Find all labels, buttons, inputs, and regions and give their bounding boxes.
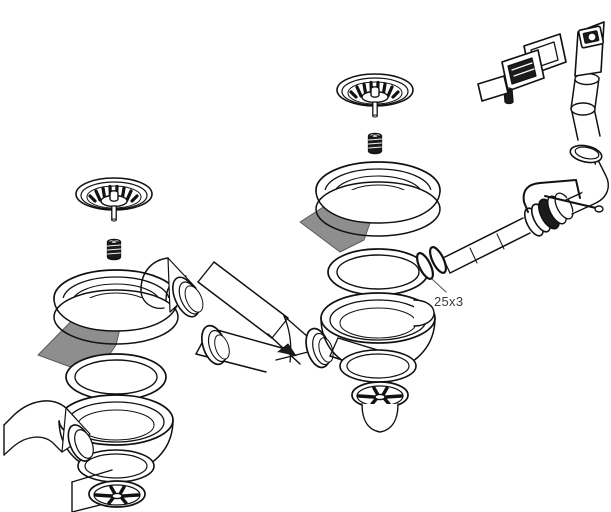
fixing-screw-right [367, 132, 383, 155]
overflow-bracket [522, 179, 604, 213]
elbow-pipe-upper-left [140, 257, 204, 318]
corrugated-connector [523, 192, 574, 237]
overflow-end-cap [477, 75, 509, 102]
overflow-body [574, 21, 605, 77]
spider-grate-left [87, 479, 147, 509]
overflow-elbow [565, 144, 609, 215]
gasket-ring-left [65, 353, 167, 401]
outlet-spigot-right [361, 403, 399, 433]
overflow-pipe-upper [570, 72, 601, 141]
bowl-rim-right [315, 161, 441, 237]
strainer-basket-right [335, 72, 415, 119]
leader-line-25x3 [431, 278, 447, 293]
elbow-pipe-lower-left [3, 400, 94, 462]
pipe-socket-seal-left [200, 324, 230, 366]
gasket-ring-lower-right [339, 349, 417, 383]
oring-size-label: 25x3 [434, 294, 464, 309]
gasket-ring-right [327, 248, 429, 296]
overflow-cover-plate [501, 49, 545, 92]
waste-pipe-diagonal-upper [197, 261, 289, 339]
overflow-tube [442, 217, 531, 274]
bowl-rim-left [53, 269, 179, 345]
fixing-screw-left [106, 238, 122, 261]
strainer-basket-left [74, 176, 154, 223]
pipe-stub-bottom-left [71, 469, 113, 512]
oring-seal-pair [416, 246, 447, 280]
